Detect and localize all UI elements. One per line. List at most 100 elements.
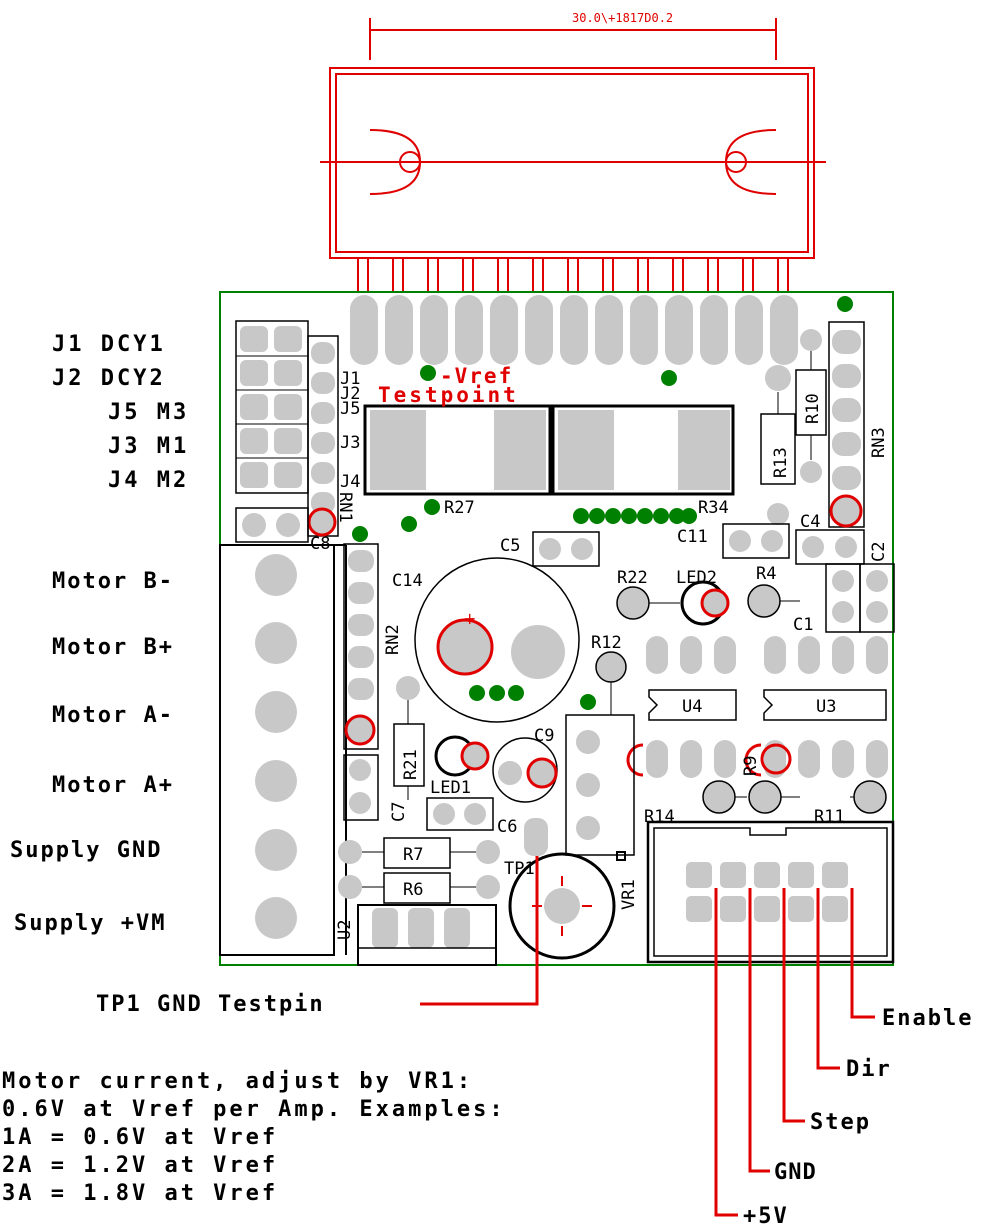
designator-r6: R6 — [403, 880, 423, 900]
small-caps-right — [722, 523, 895, 633]
u4-u3-bodies — [648, 689, 887, 721]
designator-r10: R10 — [803, 393, 823, 424]
ic-pins — [357, 257, 789, 293]
c8-capacitor — [235, 507, 309, 543]
designator-r14: R14 — [644, 807, 675, 827]
current-notes: Motor current, adjust by VR1: 0.6V at Vr… — [2, 1069, 506, 1206]
designator-led1: LED1 — [430, 778, 471, 798]
terminal-label-motor-b-minus: Motor B- — [52, 569, 174, 594]
jumper-label-j2: J2 DCY2 — [52, 366, 166, 391]
note-line-2: 0.6V at Vref per Amp. Examples: — [2, 1097, 506, 1122]
jumper-label-j3: J3 M1 — [108, 434, 189, 459]
c5-capacitor — [532, 531, 600, 567]
designator-c1: C1 — [793, 615, 813, 635]
u4-u3-pads — [646, 636, 888, 778]
terminal-block — [219, 544, 347, 956]
vref-label: -Vref — [440, 364, 513, 388]
designator-c9: C9 — [534, 726, 554, 746]
designator-j1: J1 — [340, 369, 360, 389]
testpoint-label: Testpoint — [378, 383, 519, 407]
signal-label-dir: Dir — [846, 1057, 892, 1082]
pointer-lines — [420, 856, 875, 1217]
jumper-label-j5: J5 M3 — [108, 400, 189, 425]
designator-c2: C2 — [869, 542, 889, 562]
designator-c8: C8 — [310, 534, 330, 554]
designator-led2: LED2 — [676, 568, 717, 588]
designator-r4: R4 — [756, 564, 776, 584]
r7-r6 — [338, 837, 500, 904]
designator-u3: U3 — [816, 697, 836, 717]
r12-resistor — [595, 651, 627, 715]
terminal-label-motor-a-minus: Motor A- — [52, 703, 174, 728]
signal-label-5v: +5V — [743, 1204, 789, 1228]
designator-r34: R34 — [698, 498, 729, 518]
designator-r21: R21 — [401, 749, 421, 780]
designator-r22: R22 — [617, 568, 648, 588]
designator-c6: C6 — [497, 817, 517, 837]
terminal-label-motor-a-plus: Motor A+ — [52, 773, 174, 798]
note-line-4: 2A = 1.2V at Vref — [2, 1153, 278, 1178]
signal-label-enable: Enable — [882, 1006, 973, 1031]
jumper-label-list: J1 DCY1 J2 DCY2 J5 M3 J3 M1 J4 M2 — [52, 332, 189, 493]
tp1-testpin-label: TP1 GND Testpin — [96, 992, 325, 1017]
designator-j2: J2 — [340, 384, 360, 404]
note-line-1: Motor current, adjust by VR1: — [2, 1069, 473, 1094]
designator-u2: U2 — [335, 920, 355, 940]
right-top-components — [760, 321, 865, 528]
designator-c14: C14 — [392, 571, 423, 591]
jumper-headers — [235, 320, 309, 494]
designator-r12: R12 — [591, 633, 622, 653]
designator-r11: R11 — [814, 807, 845, 827]
designator-c4: C4 — [800, 512, 820, 532]
terminal-label-supply-gnd: Supply GND — [10, 838, 162, 863]
designator-r9: R9 — [741, 756, 761, 776]
signal-label-list: Enable Dir Step GND +5V — [743, 1006, 973, 1228]
vr1-body — [565, 714, 635, 861]
svg-text:+: + — [463, 609, 476, 628]
dimension-label: 30.0\+1817D0.2 — [572, 11, 673, 25]
designator-vr1: VR1 — [619, 879, 639, 910]
r14-r9-r11 — [702, 780, 887, 814]
terminal-label-motor-b-plus: Motor B+ — [52, 635, 174, 660]
u2-regulator — [357, 904, 497, 966]
designator-c11: C11 — [677, 527, 708, 547]
designator-j3: J3 — [340, 433, 360, 453]
note-line-3: 1A = 0.6V at Vref — [2, 1125, 278, 1150]
c14-capacitor: + — [414, 557, 580, 723]
designator-rn3: RN3 — [869, 427, 889, 458]
designator-r27: R27 — [444, 498, 475, 518]
designator-c5: C5 — [500, 536, 520, 556]
designator-r7: R7 — [403, 845, 423, 865]
designator-r13: R13 — [771, 447, 791, 478]
c7-capacitor — [343, 754, 379, 821]
sense-resistors — [363, 404, 735, 496]
designator-j5: J5 — [340, 399, 360, 419]
ic-pads — [350, 295, 798, 365]
signal-label-gnd: GND — [774, 1160, 817, 1185]
signal-label-step: Step — [810, 1110, 871, 1135]
designator-rn2: RN2 — [383, 624, 403, 655]
c9-capacitor — [492, 737, 558, 803]
designator-u4: U4 — [682, 697, 702, 717]
r21-resistor — [393, 676, 425, 800]
jumper-label-j4: J4 M2 — [108, 468, 189, 493]
terminal-label-list: Motor B- Motor B+ Motor A- Motor A+ Supp… — [10, 569, 174, 936]
terminal-label-supply-vm: Supply +VM — [14, 911, 166, 936]
rn2-network — [343, 543, 379, 750]
designator-rn1: RN1 — [335, 492, 355, 523]
designator-c7: C7 — [389, 802, 409, 822]
led1 — [426, 735, 494, 831]
vias — [352, 296, 853, 710]
r22-led2-r4 — [616, 580, 800, 626]
rn1-network — [307, 335, 339, 537]
designator-tp1: TP1 — [504, 859, 535, 879]
jumper-label-j1: J1 DCY1 — [52, 332, 166, 357]
tp1-trimpot — [508, 818, 616, 960]
signal-header — [646, 820, 895, 964]
designator-j4: J4 — [340, 472, 360, 492]
note-line-5: 3A = 1.8V at Vref — [2, 1181, 278, 1206]
ic-package-outline — [320, 18, 826, 259]
designators: J1 J2 J5 J3 J4 RN1 C8 RN2 RN3 C5 C14 C9 … — [310, 369, 889, 940]
